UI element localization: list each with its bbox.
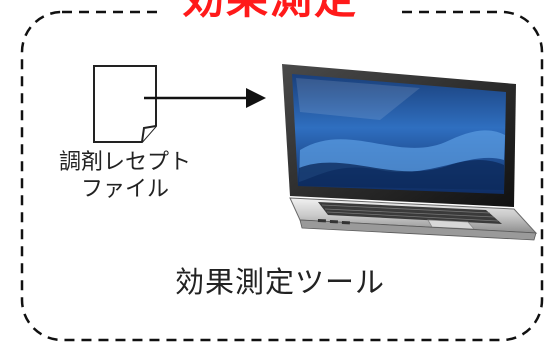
file-label-line2: ファイル (80, 177, 169, 202)
laptop-icon (282, 64, 538, 241)
tool-label: 効果測定ツール (174, 265, 385, 299)
arrow-right-icon (144, 88, 266, 108)
title-backdrop (160, 0, 400, 22)
diagram-title: 効果測定 (120, 0, 420, 24)
document-icon (93, 65, 157, 143)
file-label: 調剤レセプト ファイル (40, 149, 210, 203)
file-label-line1: 調剤レセプト (58, 150, 191, 175)
